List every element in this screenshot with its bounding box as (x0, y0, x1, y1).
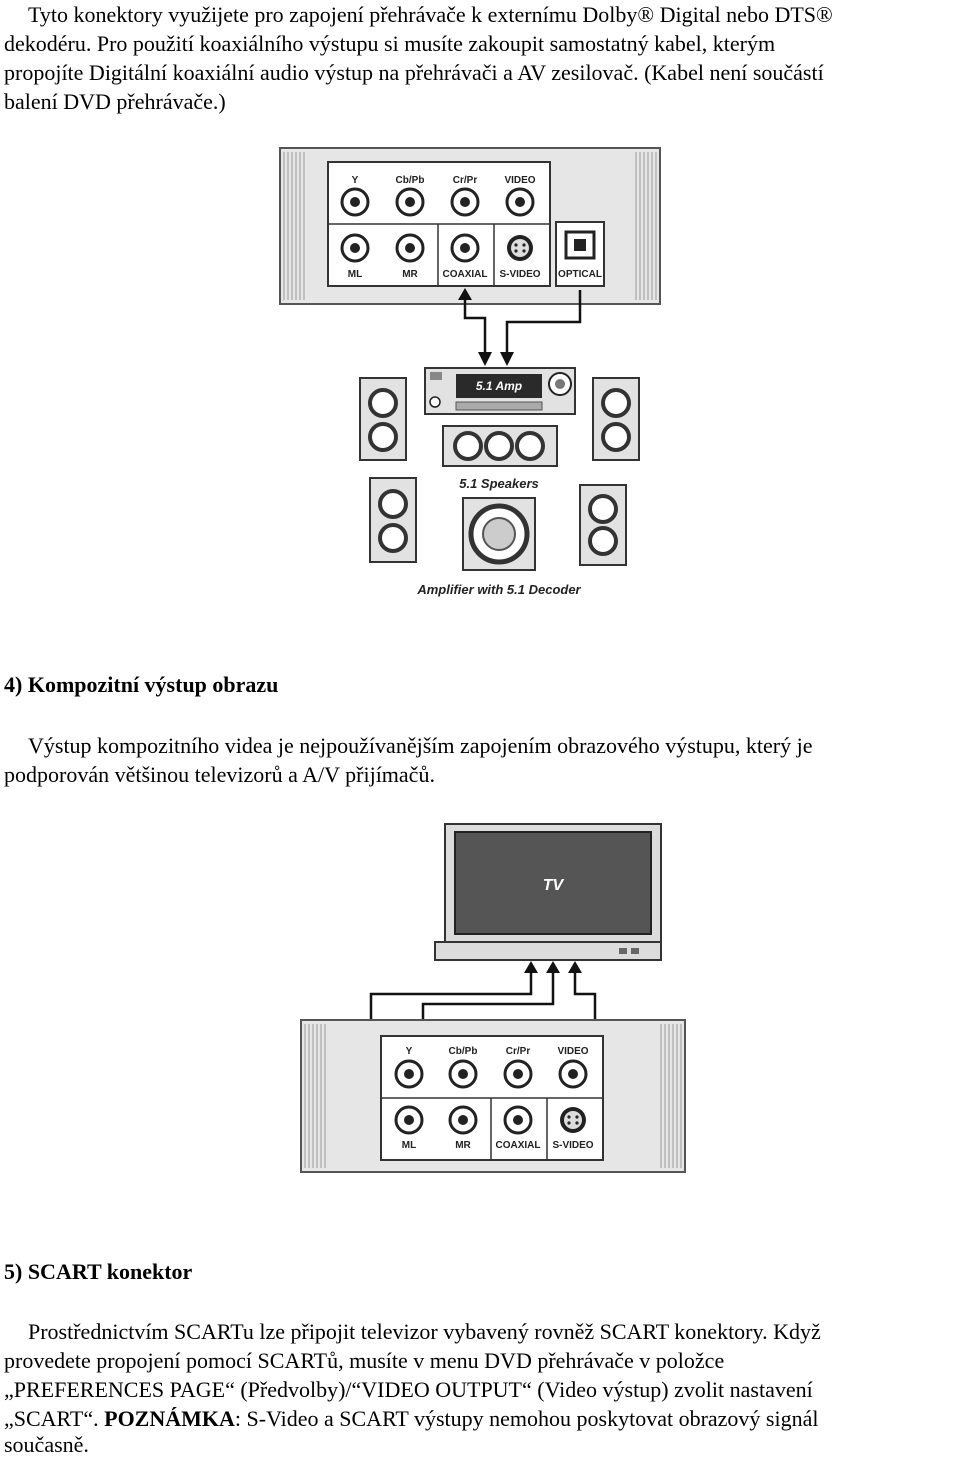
rca-jack-y-2 (394, 1059, 424, 1089)
rca-jack-coaxial (450, 233, 480, 263)
arrow-up-coaxial (458, 288, 472, 300)
rca-jack-ml-2 (394, 1105, 424, 1135)
note-label: POZNÁMKA (104, 1406, 235, 1431)
figure-composite-connection: TV (300, 823, 686, 1173)
label-ml-2: ML (402, 1140, 416, 1151)
label-optical: OPTICAL (558, 269, 602, 280)
intro-line-2: dekodéru. Pro použití koaxiálního výstup… (4, 31, 776, 56)
figure-digital-audio-connection: Y Cb/Pb Cr/Pr VIDEO ML MR COAXIAL S-VIDE… (279, 147, 661, 597)
rca-jack-cb (395, 187, 425, 217)
note-text: : S-Video a SCART výstupy nemohou poskyt… (234, 1406, 819, 1431)
section-5-line-2: provedete propojení pomocí SCARTů, musít… (4, 1348, 725, 1373)
tv (434, 823, 662, 961)
rca-jack-cb-2 (448, 1059, 478, 1089)
rca-jack-mr-2 (448, 1105, 478, 1135)
label-svideo: S-VIDEO (499, 269, 540, 280)
arrow-tv-1 (524, 961, 538, 973)
speaker-rear-left (369, 477, 417, 563)
scart-quote: „SCART“. (4, 1406, 105, 1431)
label-video-2: VIDEO (557, 1046, 588, 1057)
intro-line-4: balení DVD přehrávače.) (4, 89, 226, 114)
section-4-heading: 4) Kompozitní výstup obrazu (4, 672, 279, 697)
amplifier-5-1 (424, 367, 576, 415)
label-mr-2: MR (455, 1140, 471, 1151)
section-5-heading: 5) SCART konektor (4, 1259, 193, 1284)
rca-jack-video-2 (558, 1059, 588, 1089)
label-ml: ML (348, 269, 362, 280)
arrow-down-amp-1 (478, 352, 492, 366)
speaker-front-left (359, 377, 407, 461)
dvd-back-panel (279, 147, 661, 305)
tv-label: TV (543, 877, 565, 894)
subwoofer (462, 497, 536, 571)
label-cb: Cb/Pb (396, 175, 425, 186)
section-5-line-1: Prostřednictvím SCARTu lze připojit tele… (28, 1319, 821, 1344)
rca-jack-coaxial-2 (503, 1105, 533, 1135)
section-5-line-4: „SCART“. POZNÁMKA: S-Video a SCART výstu… (4, 1404, 956, 1433)
label-video: VIDEO (504, 175, 535, 186)
optical-jack (564, 230, 596, 260)
cables-to-amp (463, 290, 582, 354)
rca-jack-mr (395, 233, 425, 263)
label-cr-2: Cr/Pr (506, 1046, 531, 1057)
amp-display-label: 5.1 Amp (476, 379, 522, 393)
arrow-down-amp-2 (500, 352, 514, 366)
label-mr: MR (402, 269, 418, 280)
arrow-tv-2 (546, 961, 560, 973)
figure-caption: Amplifier with 5.1 Decoder (416, 582, 581, 597)
rca-jack-video (505, 187, 535, 217)
label-coaxial: COAXIAL (443, 269, 488, 280)
arrow-tv-3 (568, 961, 582, 973)
section-4-line-2: podporován většinou televizorů a A/V při… (4, 762, 435, 787)
section-5-line-3: „PREFERENCES PAGE“ (Předvolby)/“VIDEO OU… (4, 1377, 813, 1402)
label-y-2: Y (406, 1046, 413, 1057)
intro-line-3: propojíte Digitální koaxiální audio výst… (4, 60, 824, 85)
rca-jack-y (340, 187, 370, 217)
speaker-center (442, 425, 558, 467)
section-5-line-5: současně. (4, 1432, 89, 1457)
label-cr: Cr/Pr (453, 175, 478, 186)
rca-jack-cr (450, 187, 480, 217)
label-svideo-2: S-VIDEO (552, 1140, 593, 1151)
label-y: Y (352, 175, 359, 186)
label-coaxial-2: COAXIAL (496, 1140, 541, 1151)
intro-line-1: Tyto konektory využijete pro zapojení př… (28, 2, 833, 27)
section-4-line-1: Výstup kompozitního videa je nejpoužívan… (28, 733, 813, 758)
rca-jack-cr-2 (503, 1059, 533, 1089)
label-cb-2: Cb/Pb (449, 1046, 478, 1057)
dvd-back-panel-2 (300, 1019, 686, 1173)
svideo-jack-2 (560, 1107, 586, 1133)
speakers-label: 5.1 Speakers (459, 476, 539, 491)
svideo-jack (507, 235, 533, 261)
speaker-front-right (592, 377, 640, 461)
rca-jack-ml (340, 233, 370, 263)
speaker-rear-right (579, 484, 627, 566)
